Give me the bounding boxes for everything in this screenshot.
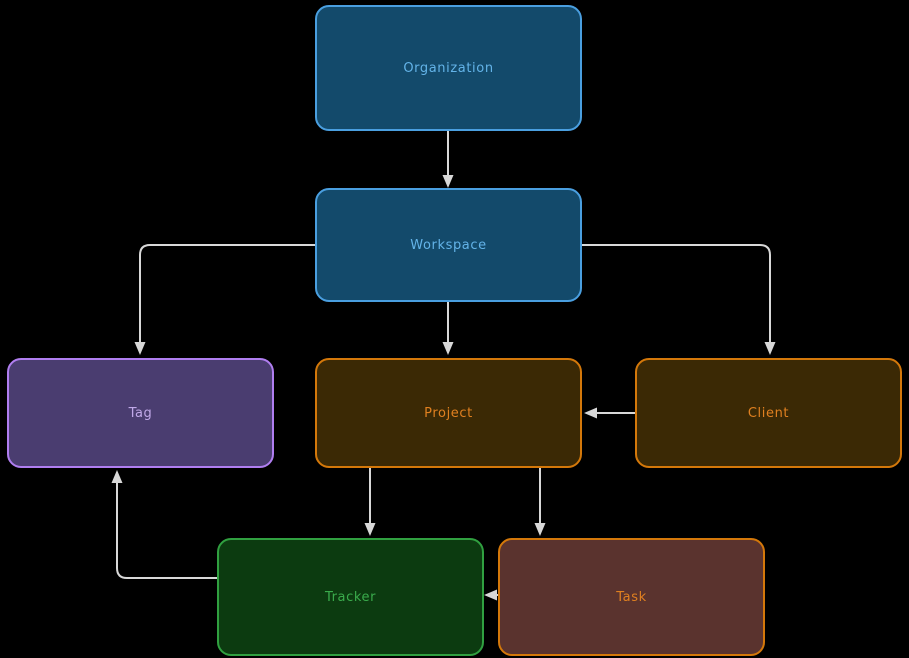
- arrowhead-tracker-to-tag: [111, 470, 123, 483]
- node-label-workspace: Workspace: [410, 237, 487, 253]
- arrowhead-task-to-tracker: [484, 589, 497, 601]
- arrowhead-workspace-to-tag: [134, 342, 146, 355]
- node-workspace[interactable]: Workspace: [315, 188, 582, 302]
- node-label-task: Task: [616, 589, 647, 605]
- arrowhead-project-to-task: [534, 523, 546, 536]
- node-label-tag: Tag: [128, 405, 153, 421]
- arrowhead-client-to-project: [584, 407, 597, 419]
- node-task[interactable]: Task: [498, 538, 765, 656]
- node-project[interactable]: Project: [315, 358, 582, 468]
- arrowhead-project-to-tracker: [364, 523, 376, 536]
- node-organization[interactable]: Organization: [315, 5, 582, 131]
- node-client[interactable]: Client: [635, 358, 902, 468]
- edge-workspace-to-tag: [139, 244, 315, 342]
- node-label-organization: Organization: [403, 60, 494, 76]
- node-tracker[interactable]: Tracker: [217, 538, 484, 656]
- edge-workspace-to-client: [582, 244, 771, 342]
- node-label-tracker: Tracker: [324, 589, 377, 605]
- node-tag[interactable]: Tag: [7, 358, 274, 468]
- node-label-client: Client: [747, 405, 790, 421]
- node-label-project: Project: [424, 405, 473, 421]
- edge-tracker-to-tag: [116, 482, 217, 579]
- arrowhead-workspace-to-client: [764, 342, 776, 355]
- arrowhead-organization-to-workspace: [442, 175, 454, 188]
- arrowhead-workspace-to-project: [442, 342, 454, 355]
